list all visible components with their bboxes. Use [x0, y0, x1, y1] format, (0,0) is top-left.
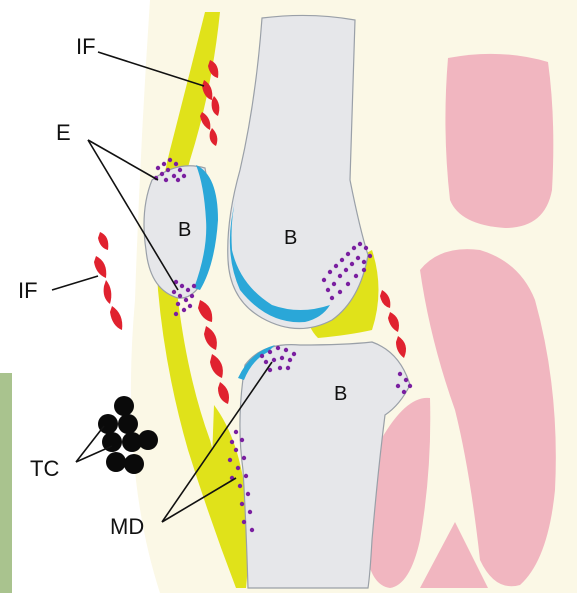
label-b-patella: B [178, 219, 191, 241]
green-panel [0, 373, 12, 593]
label-if-top: IF [76, 34, 96, 59]
label-tc: TC [30, 456, 59, 481]
label-e: E [56, 120, 71, 145]
red-fibers-left [94, 232, 122, 330]
leader-if-left [52, 276, 98, 290]
label-md: MD [110, 514, 144, 539]
label-b-femur: B [284, 227, 297, 249]
label-if-left: IF [18, 278, 38, 303]
label-b-tibia: B [334, 383, 347, 405]
muscle-upper [445, 54, 553, 228]
